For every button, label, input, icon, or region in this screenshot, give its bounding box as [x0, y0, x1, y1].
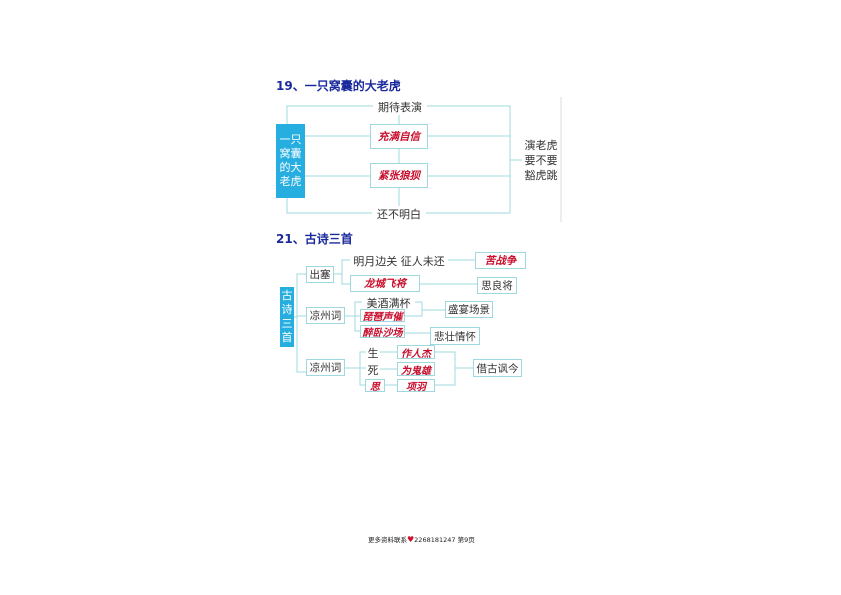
section-21-title: 21、古诗三首 — [276, 232, 353, 246]
poem1-line1-result: 苦战争 — [475, 252, 526, 269]
result-text: 演老虎要不要豁虎跳 — [523, 138, 559, 183]
poem3-v1: 作人杰 — [397, 345, 435, 360]
poem3-v3: 项羽 — [397, 379, 435, 393]
root-box: 古诗三首 — [280, 287, 294, 347]
poem3-name: 凉州词 — [306, 359, 345, 376]
poem1-line2: 龙城飞将 — [350, 275, 420, 292]
poem2-name: 凉州词 — [306, 307, 345, 324]
poem1-line2-result: 思良将 — [477, 277, 517, 294]
poem3-v2: 为鬼雄 — [397, 362, 435, 377]
poem2-group-result: 盛宴场景 — [445, 301, 493, 318]
poem3-result: 借古讽今 — [473, 359, 522, 377]
poem3-k3: 思 — [365, 379, 385, 393]
subject-box: 一只窝囊的大老虎 — [276, 124, 305, 198]
page-footer: 更多资料联系♥2268181247 第9页 — [368, 534, 475, 544]
section-19-title: 19、一只窝囊的大老虎 — [276, 79, 401, 93]
poem3-k2: 死 — [366, 362, 380, 378]
heart-icon: ♥ — [407, 535, 415, 544]
label-top: 期待表演 — [373, 99, 427, 115]
poem2-item3: 醉卧沙场 — [360, 325, 405, 339]
poem1-line1: 明月边关 征人未还 — [350, 253, 448, 269]
box-nervous: 紧张狼狈 — [370, 163, 428, 188]
poem2-item3-result: 悲壮情怀 — [430, 327, 480, 345]
page-number: 第9页 — [457, 536, 475, 544]
label-bottom: 还不明白 — [372, 206, 426, 222]
poem3-k1: 生 — [366, 345, 380, 361]
poem2-item1: 美酒满杯 — [362, 295, 415, 311]
poem1-name: 出塞 — [306, 266, 334, 283]
footer-contact: 2268181247 — [414, 536, 456, 544]
poem2-item2: 琵琶声催 — [360, 309, 405, 323]
box-confident: 充满自信 — [370, 124, 428, 149]
footer-text: 更多资料联系 — [368, 536, 407, 544]
